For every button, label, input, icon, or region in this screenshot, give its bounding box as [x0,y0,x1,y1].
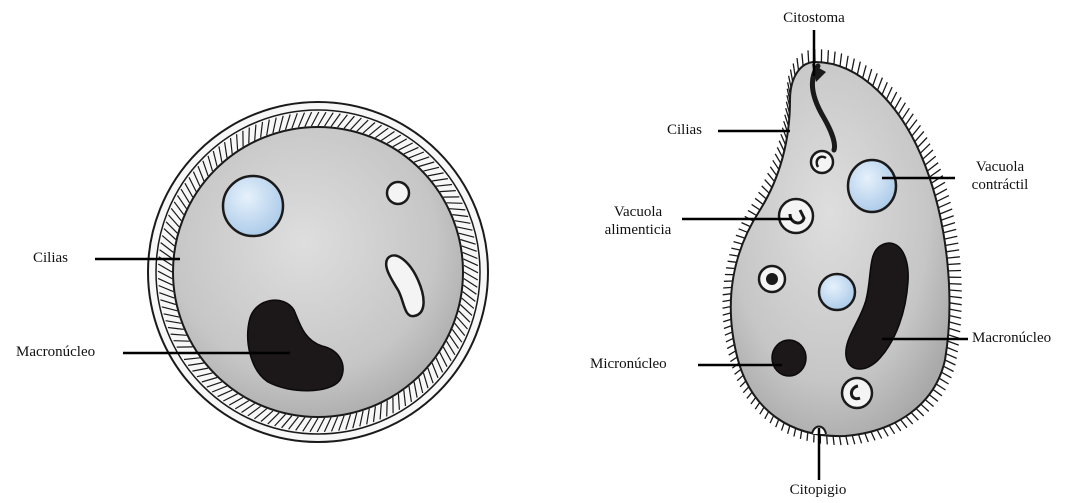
label-vacuola-contractil-line2: contráctil [952,176,1048,194]
label-macronucleo-right: Macronúcleo [972,329,1051,347]
cell-body [731,62,950,436]
label-cilias-left: Cilias [33,249,68,267]
label-vacuola-alimenticia: Vacuola alimenticia [592,203,684,239]
label-vacuola-contractil-line1: Vacuola [952,158,1048,176]
food-vacuole-4 [842,378,872,408]
contractile-vacuole [223,176,283,236]
label-vacuola-contractil: Vacuola contráctil [952,158,1048,194]
label-macronucleo-left: Macronúcleo [16,343,95,361]
contractile-vacuole-top [848,160,896,212]
micronucleus [772,340,806,376]
label-cilias-right: Cilias [667,121,702,139]
contractile-vacuole-mid [819,274,855,310]
label-citostoma: Citostoma [768,9,860,27]
label-micronucleo: Micronúcleo [590,355,667,373]
label-vacuola-alimenticia-line1: Vacuola [592,203,684,221]
small-vacuole [387,182,409,204]
food-vacuole-1 [811,151,833,173]
food-vacuole-3 [759,266,785,292]
left-cell [95,102,488,442]
label-vacuola-alimenticia-line2: alimenticia [592,221,684,239]
right-cell [682,30,968,480]
food-vacuole-2 [779,199,813,233]
label-citopigio: Citopigio [772,481,864,499]
